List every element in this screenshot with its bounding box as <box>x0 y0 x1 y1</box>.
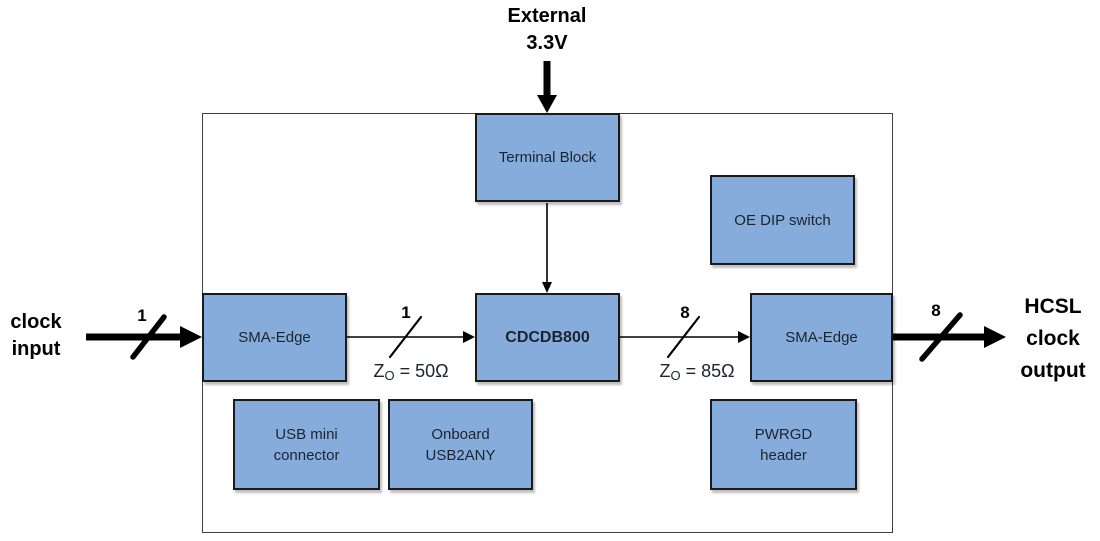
bus-width-cdcdb800-to-sma: 8 <box>680 303 690 322</box>
external-supply-label: External 3.3V <box>472 3 622 57</box>
oe-dip-switch-block: OE DIP switch <box>710 175 855 265</box>
bus-width-input: 1 <box>137 306 147 325</box>
external-supply-line1: External <box>507 5 587 27</box>
cdcdb800-to-sma-arrow <box>620 315 750 359</box>
sma-edge-output-block: SMA-Edge <box>750 293 893 382</box>
input-trace-impedance-label: ZO = 50Ω <box>346 361 476 383</box>
clock-input-arrow <box>86 314 202 360</box>
pwrgd-header-block: PWRGD header <box>710 399 857 490</box>
cdcdb800-block: CDCDB800 <box>475 293 620 382</box>
external-supply-line2: 3.3V <box>526 32 568 54</box>
impedance-z: Z <box>373 361 385 381</box>
sma-to-cdcdb800-arrow <box>347 315 475 359</box>
usb-mini-line1: USB mini <box>275 425 338 443</box>
hcsl-output-line3: output <box>1020 359 1086 382</box>
oe-dip-switch-label: OE DIP switch <box>734 211 831 229</box>
terminal-block-label: Terminal Block <box>498 149 597 166</box>
impedance-z-subscript: O <box>384 368 395 383</box>
power-supply-arrow <box>537 61 557 113</box>
bus-width-output: 8 <box>931 301 941 320</box>
bus-width-sma-to-cdcdb800: 1 <box>401 303 411 322</box>
impedance-value: = 85Ω <box>685 361 735 381</box>
usb2any-line2: USB2ANY <box>425 446 496 464</box>
onboard-usb2any-block: Onboard USB2ANY <box>388 399 533 490</box>
sma-edge-input-label: SMA-Edge <box>238 329 311 346</box>
terminal-block: Terminal Block <box>475 113 620 202</box>
sma-edge-input-block: SMA-Edge <box>202 293 347 382</box>
pwrgd-line2: header <box>760 446 807 464</box>
sma-edge-output-label: SMA-Edge <box>785 329 858 346</box>
output-trace-impedance-label: ZO = 85Ω <box>632 361 762 383</box>
hcsl-output-line1: HCSL <box>1024 295 1082 318</box>
cdcdb800-label: CDCDB800 <box>505 329 590 346</box>
impedance-z: Z <box>659 361 671 381</box>
hcsl-output-line2: clock <box>1026 327 1080 350</box>
clock-output-arrow <box>893 312 1006 362</box>
impedance-value: = 50Ω <box>399 361 449 381</box>
terminal-to-cdcdb800-arrow <box>542 203 552 293</box>
impedance-z-subscript: O <box>670 368 681 383</box>
usb-mini-line2: connector <box>273 446 340 464</box>
usb-mini-connector-block: USB mini connector <box>233 399 380 490</box>
clock-input-line1: clock <box>10 311 62 333</box>
clock-input-label: clock input <box>0 309 72 363</box>
pwrgd-line1: PWRGD <box>754 425 813 443</box>
clock-input-line2: input <box>11 338 61 360</box>
usb2any-line1: Onboard <box>431 425 490 443</box>
hcsl-clock-output-label: HCSL clock output <box>1006 291 1100 387</box>
